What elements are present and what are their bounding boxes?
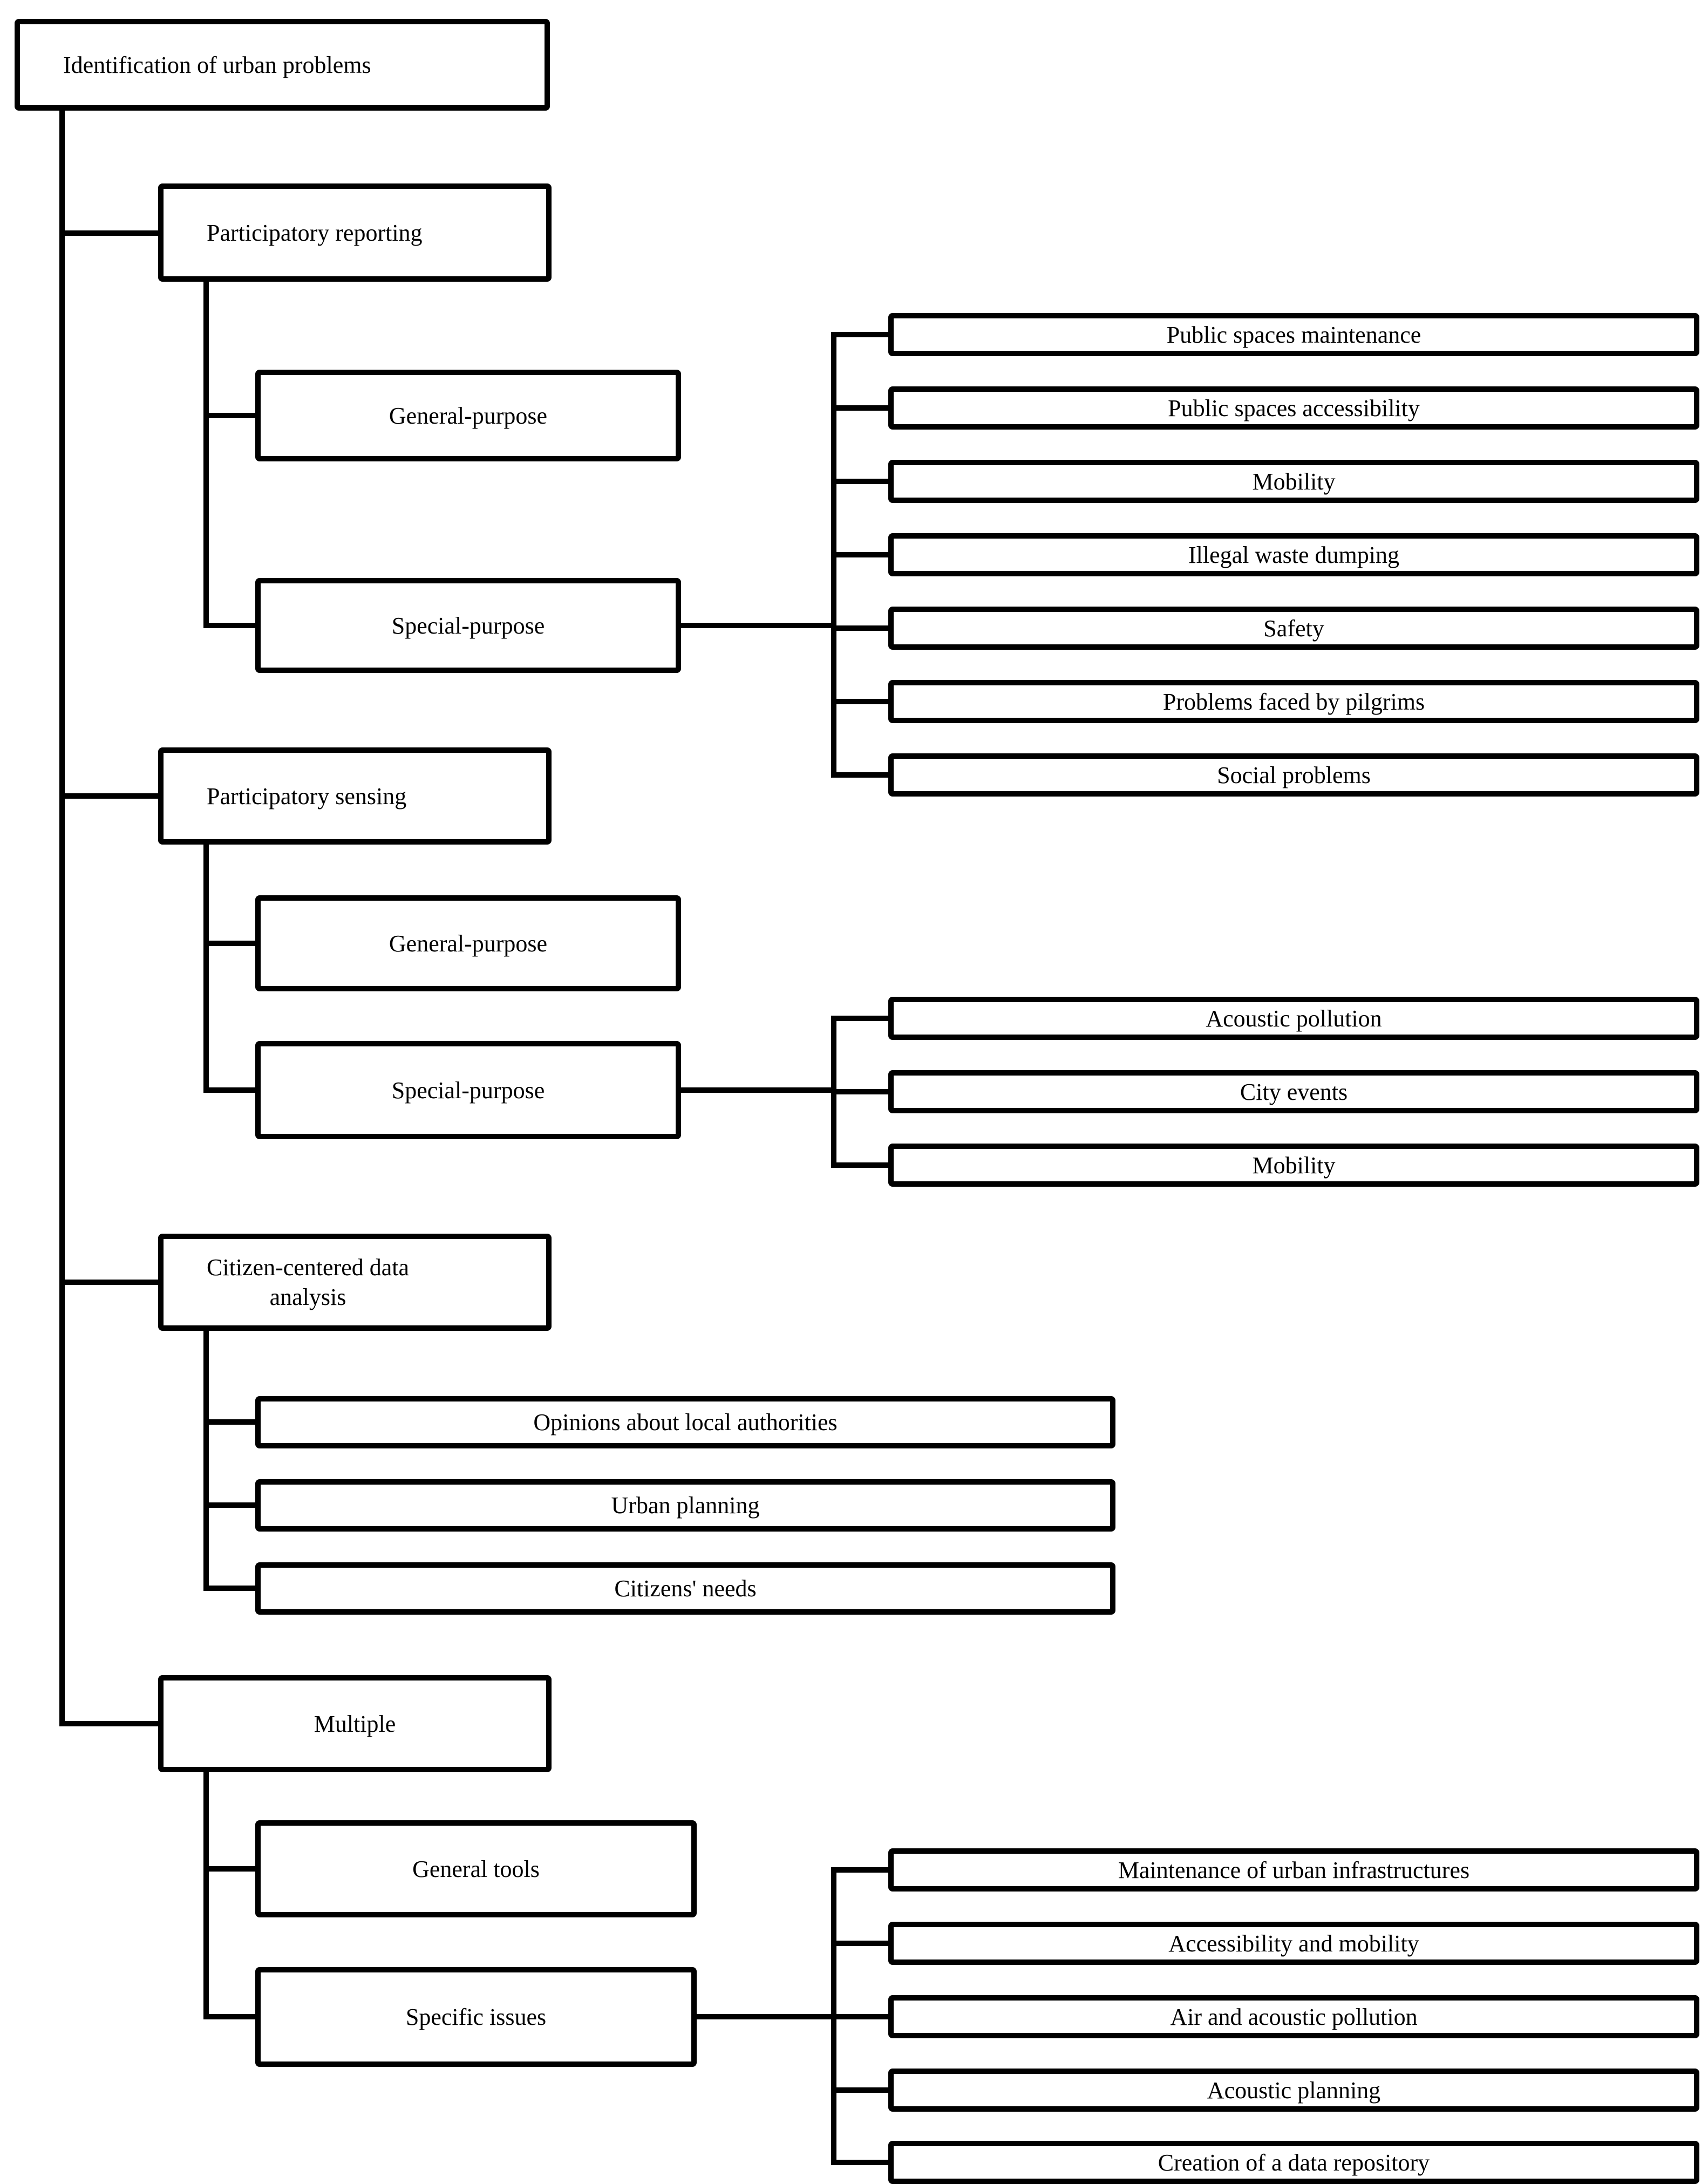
connector-multiple-trunk	[203, 1772, 209, 2019]
node-label: Acoustic planning	[1207, 2077, 1381, 2104]
leaf-citizens-needs: Citizens' needs	[255, 1562, 1115, 1615]
node-participatory-sensing: Participatory sensing	[158, 747, 552, 845]
leaf-acoustic-pollution: Acoustic pollution	[888, 997, 1699, 1040]
node-label: Safety	[1263, 615, 1324, 642]
node-label: Mobility	[1252, 468, 1336, 495]
connector-citizen-stub	[203, 1502, 261, 1508]
node-label: Air and acoustic pollution	[1170, 2003, 1418, 2030]
node-sensing-general-purpose: General-purpose	[255, 895, 681, 991]
node-label: Illegal waste dumping	[1188, 541, 1399, 568]
leaf-mobility-reporting: Mobility	[888, 460, 1699, 503]
connector-leaf-stub	[831, 772, 894, 778]
leaf-illegal-waste-dumping: Illegal waste dumping	[888, 533, 1699, 576]
connector-multiple-general-stub	[203, 1866, 261, 1872]
node-reporting-special-purpose: Special-purpose	[255, 578, 681, 673]
node-label: Special-purpose	[391, 1077, 545, 1104]
node-label: Public spaces maintenance	[1166, 321, 1421, 348]
connector-leaf-stub	[831, 1089, 894, 1094]
node-label: Special-purpose	[391, 612, 545, 639]
connector-reporting-general-stub	[203, 413, 261, 418]
leaf-problems-faced-by-pilgrims: Problems faced by pilgrims	[888, 680, 1699, 723]
connector-stub-reporting	[59, 230, 164, 236]
node-label: Accessibility and mobility	[1168, 1930, 1419, 1957]
connector-leaf-stub	[831, 625, 894, 631]
node-sensing-special-purpose: Special-purpose	[255, 1041, 681, 1139]
node-label: Opinions about local authorities	[533, 1409, 838, 1435]
connector-leaf-stub	[831, 2087, 894, 2093]
node-label: Participatory sensing	[207, 783, 407, 809]
leaf-air-and-acoustic-pollution: Air and acoustic pollution	[888, 1995, 1699, 2038]
leaf-public-spaces-accessibility: Public spaces accessibility	[888, 386, 1699, 430]
connector-specific-to-bus	[697, 2014, 836, 2019]
connector-reporting-special-stub	[203, 623, 261, 628]
connector-stub-multiple	[59, 1721, 164, 1726]
node-participatory-reporting: Participatory reporting	[158, 183, 552, 282]
connector-leaf-stub	[831, 2160, 894, 2165]
node-label: Participatory reporting	[207, 219, 423, 246]
node-label: Public spaces accessibility	[1168, 394, 1420, 421]
connector-leaf-stub	[831, 1162, 894, 1168]
node-label: Creation of a data repository	[1158, 2149, 1430, 2176]
leaf-mobility-sensing: Mobility	[888, 1144, 1699, 1187]
connector-leaf-stub	[831, 2014, 894, 2019]
node-label: Acoustic pollution	[1206, 1005, 1382, 1032]
node-label: Social problems	[1217, 761, 1371, 788]
node-label: Urban planning	[611, 1492, 760, 1519]
connector-reporting-trunk	[203, 282, 209, 628]
leaf-city-events: City events	[888, 1070, 1699, 1113]
leaf-public-spaces-maintenance: Public spaces maintenance	[888, 313, 1699, 356]
node-label: General tools	[412, 1855, 540, 1882]
connector-sensing-special-to-bus	[681, 1087, 836, 1093]
connector-stub-sensing	[59, 793, 164, 799]
connector-sensing-general-stub	[203, 941, 261, 946]
connector-leaf-stub	[831, 405, 894, 411]
leaf-social-problems: Social problems	[888, 753, 1699, 797]
leaf-accessibility-and-mobility: Accessibility and mobility	[888, 1922, 1699, 1965]
node-label: Problems faced by pilgrims	[1162, 688, 1425, 715]
connector-leaf-stub	[831, 479, 894, 484]
node-citizen-centered-data-analysis: Citizen-centered data analysis	[158, 1234, 552, 1331]
connector-stub-citizen	[59, 1280, 164, 1285]
node-root: Identification of urban problems	[15, 19, 550, 111]
node-label: Citizens' needs	[614, 1575, 757, 1602]
connector-sensing-special-stub	[203, 1087, 261, 1093]
connector-leaf-stub	[831, 552, 894, 557]
node-label: Specific issues	[405, 2004, 547, 2030]
connector-citizen-stub	[203, 1419, 261, 1425]
connector-sensing-trunk	[203, 845, 209, 1093]
node-label: City events	[1240, 1078, 1348, 1105]
node-label: General-purpose	[389, 402, 548, 429]
connector-leaf-stub	[831, 332, 894, 337]
connector-leaf-stub	[831, 699, 894, 704]
leaf-urban-planning: Urban planning	[255, 1479, 1115, 1532]
leaf-maintenance-of-urban-infrastructures: Maintenance of urban infrastructures	[888, 1848, 1699, 1892]
connector-citizen-stub	[203, 1586, 261, 1591]
leaf-acoustic-planning: Acoustic planning	[888, 2069, 1699, 2112]
node-label: Identification of urban problems	[63, 51, 371, 78]
connector-leaf-stub	[831, 1867, 894, 1873]
connector-multiple-specific-stub	[203, 2014, 261, 2019]
node-label: General-purpose	[389, 930, 548, 957]
connector-leaf-stub	[831, 1016, 894, 1021]
leaf-safety: Safety	[888, 607, 1699, 650]
node-label: Maintenance of urban infrastructures	[1118, 1856, 1470, 1883]
node-label: Citizen-centered data analysis	[207, 1254, 410, 1310]
connector-leaf-stub	[831, 1941, 894, 1946]
node-specific-issues: Specific issues	[255, 1967, 697, 2067]
node-general-tools: General tools	[255, 1820, 697, 1917]
node-label: Multiple	[314, 1710, 396, 1737]
node-label: Mobility	[1252, 1152, 1336, 1179]
node-reporting-general-purpose: General-purpose	[255, 370, 681, 461]
leaf-creation-of-a-data-repository: Creation of a data repository	[888, 2141, 1699, 2184]
connector-reporting-special-to-bus	[681, 623, 836, 628]
leaf-opinions-about-local-authorities: Opinions about local authorities	[255, 1396, 1115, 1448]
node-multiple: Multiple	[158, 1675, 552, 1772]
connector-citizen-trunk	[203, 1331, 209, 1591]
connector-main-trunk	[59, 111, 65, 1726]
